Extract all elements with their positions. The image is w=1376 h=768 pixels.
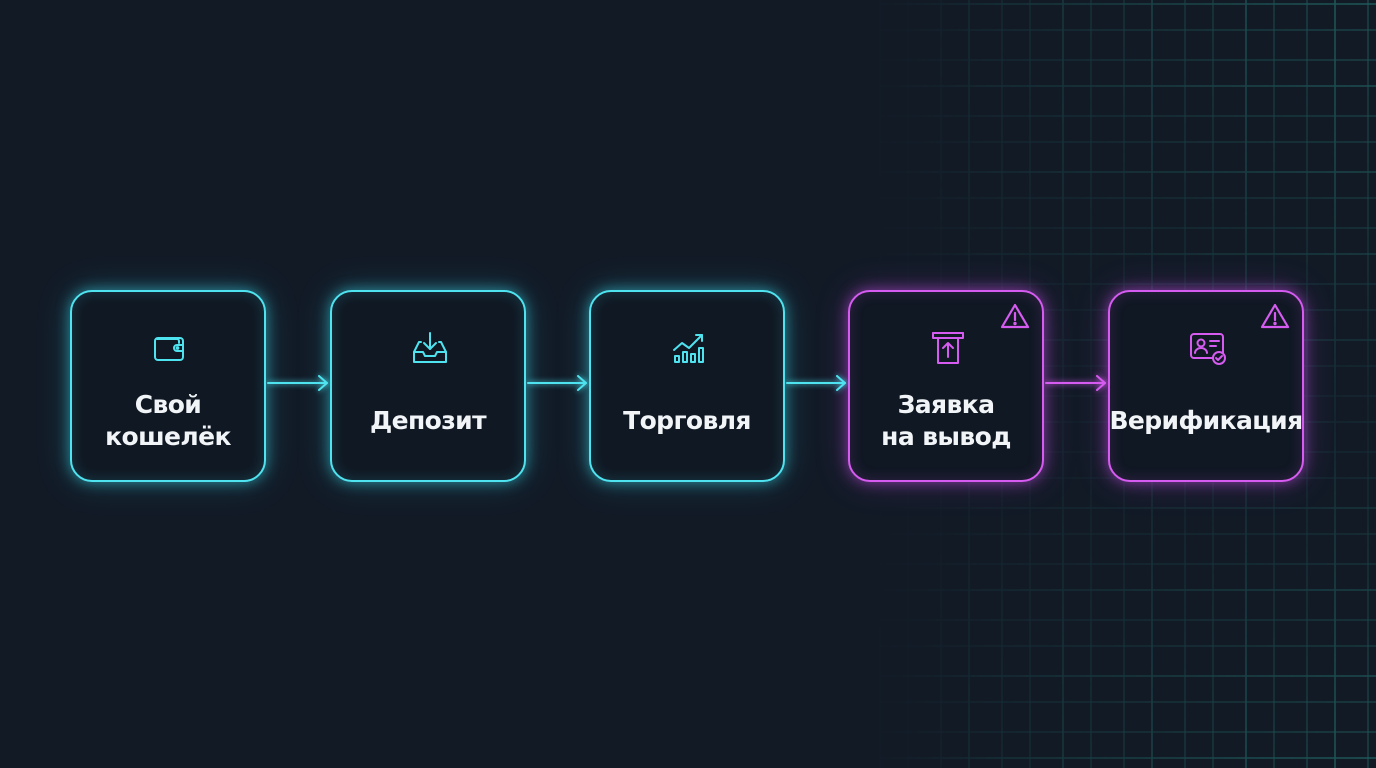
- arrow-connector: [527, 372, 587, 394]
- step-label: Верификация: [1109, 406, 1303, 435]
- step-label: Свой кошелёк: [105, 390, 231, 451]
- atm-withdraw-icon: [928, 328, 968, 368]
- step-label: Заявка на вывод: [881, 390, 1011, 451]
- warning-icon: [1260, 302, 1290, 330]
- warning-icon: [1000, 302, 1030, 330]
- step-box: Заявка на вывод: [848, 290, 1044, 482]
- arrow-connector: [267, 372, 328, 394]
- step-label: Депозит: [369, 406, 487, 435]
- trading-chart-icon: [669, 328, 709, 368]
- wallet-icon: [150, 328, 190, 368]
- step-label: Торговля: [623, 406, 751, 435]
- arrow-connector: [1045, 372, 1106, 394]
- step-box: Депозит: [330, 290, 526, 482]
- step-box: Верификация: [1108, 290, 1304, 482]
- arrow-connector: [786, 372, 846, 394]
- step-box: Свой кошелёк: [70, 290, 266, 482]
- step-box: Торговля: [589, 290, 785, 482]
- id-card-verified-icon: [1188, 328, 1228, 368]
- inbox-download-icon: [410, 328, 450, 368]
